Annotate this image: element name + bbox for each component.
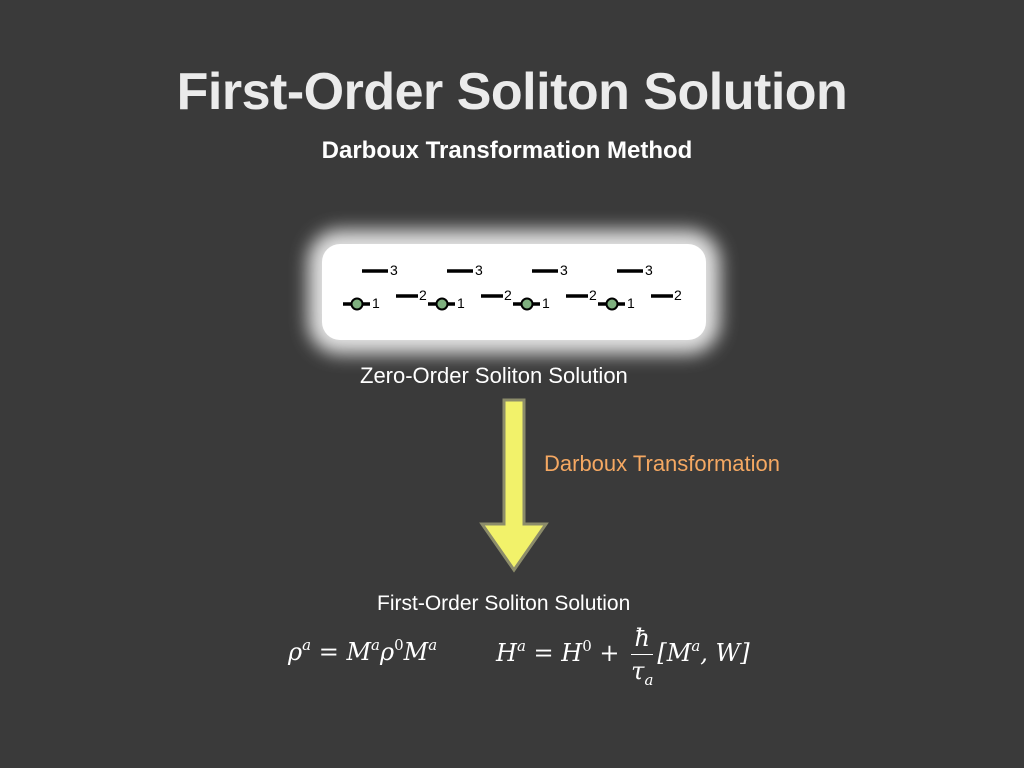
eq2-lhs-sup: a (516, 637, 526, 655)
eq2-bracket-end: , W] (700, 639, 750, 667)
eq2-numerator: ħ (631, 624, 654, 655)
equation-density: ρa = Maρ0Ma (288, 636, 438, 667)
eq1-equals: = (318, 638, 339, 666)
eq1-m1: M (346, 638, 372, 666)
eq2-denominator-wrap: τa (631, 655, 653, 688)
eq2-h0-sup: 0 (582, 637, 592, 655)
eq2-fraction: ħ τa (631, 624, 654, 688)
eq2-bracket-sup: a (691, 637, 701, 655)
level-3-label: 3 (645, 262, 653, 278)
first-order-label: First-Order Soliton Solution (377, 592, 631, 615)
level-1-label: 1 (542, 295, 550, 311)
darboux-transformation-label: Darboux Transformation (544, 451, 780, 476)
level-unit-2: 3 2 1 (428, 262, 512, 311)
energy-level-svg: 3 2 1 3 2 1 3 2 1 3 2 1 (343, 262, 682, 311)
eq1-lhs-sup: a (302, 636, 312, 654)
slide-subtitle: Darboux Transformation Method (321, 137, 693, 164)
ground-state-dot (520, 297, 534, 311)
eq2-den-sub: a (644, 671, 654, 689)
eq1-lhs: ρ (288, 638, 303, 666)
eq1-rho0: ρ (379, 638, 395, 666)
level-1-label: 1 (372, 295, 380, 311)
eq1-rho0-sup: 0 (394, 636, 404, 654)
ground-state-dot (435, 297, 449, 311)
energy-level-diagram: 3 2 1 3 2 1 3 2 1 3 2 1 (322, 244, 706, 340)
level-2-label: 2 (419, 287, 427, 303)
level-unit-1: 3 2 1 (343, 262, 427, 311)
eq2-equals: = (533, 639, 554, 667)
eq1-m2: M (403, 638, 429, 666)
eq2-denominator: τ (631, 657, 645, 685)
eq2-lhs: H (496, 639, 517, 667)
level-1-label: 1 (627, 295, 635, 311)
slide-title: First-Order Soliton Solution (176, 63, 848, 121)
level-3-label: 3 (390, 262, 398, 278)
level-3-label: 3 (475, 262, 483, 278)
eq1-m2-sup: a (428, 636, 438, 654)
eq2-h0: H (561, 639, 583, 667)
ground-state-dot (350, 297, 364, 311)
level-unit-3: 3 2 1 (513, 262, 597, 311)
level-unit-4: 3 2 1 (598, 262, 682, 311)
eq1-m1-sup: a (371, 636, 380, 654)
level-1-label: 1 (457, 295, 465, 311)
down-arrow-icon (479, 398, 549, 573)
level-2-label: 2 (674, 287, 682, 303)
eq2-bracket: [M (657, 639, 692, 667)
eq2-plus: + (599, 639, 620, 667)
ground-state-dot (605, 297, 619, 311)
level-2-label: 2 (504, 287, 512, 303)
equation-hamiltonian: Ha = H0 + ħ τa [Ma, W] (496, 624, 750, 688)
level-2-label: 2 (589, 287, 597, 303)
zero-order-label: Zero-Order Soliton Solution (360, 363, 628, 388)
level-3-label: 3 (560, 262, 568, 278)
